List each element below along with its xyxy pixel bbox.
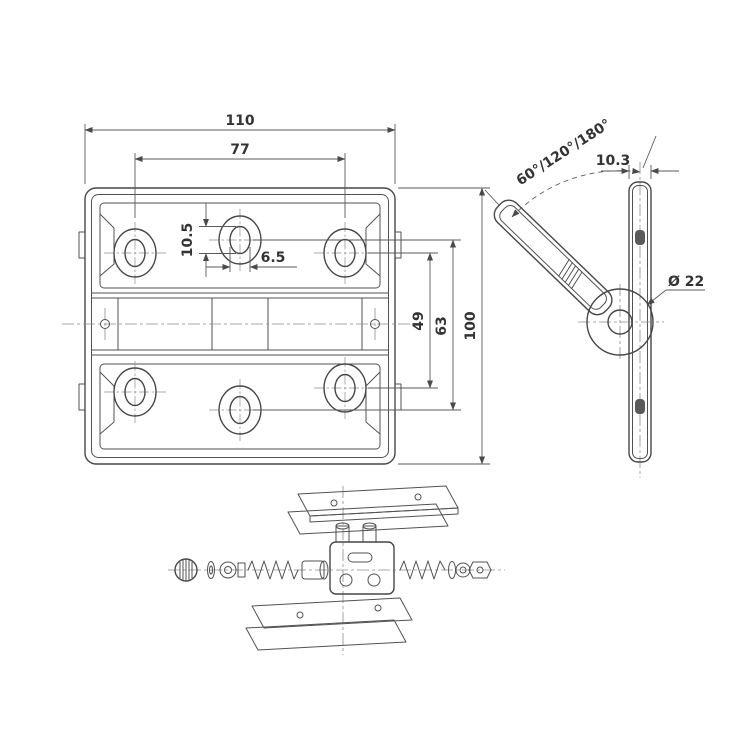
ring-right (455, 562, 471, 578)
knuckle (578, 284, 664, 360)
spacer-left (237, 562, 246, 578)
dim-slot-length-label: 10.5 (180, 223, 196, 258)
side-view: 60°/120°/180° 10.3 Ø 22 (484, 116, 705, 478)
hinge-body-exploded (329, 522, 395, 595)
nut-right (468, 561, 492, 579)
edge-tab (78, 383, 86, 411)
top-leaf-exploded (287, 485, 459, 535)
mounting-holes-front (103, 208, 377, 442)
dim-hole-spacing-side-label: 49 (411, 311, 427, 330)
side-screw-slot (635, 230, 645, 245)
spring-right (399, 560, 446, 580)
rotating-leaf-side (493, 199, 613, 316)
dim-width-outer-label: 110 (225, 113, 254, 129)
edge-tab (78, 231, 86, 259)
ring-left (219, 561, 237, 579)
side-screw-slot (635, 399, 645, 414)
dim-knuckle-diameter-label: Ø 22 (668, 274, 704, 290)
dim-slot-width-label: 6.5 (261, 250, 286, 266)
dim-leaf-thickness-label: 10.3 (596, 153, 631, 169)
hinge-plate-front-outline (78, 187, 402, 465)
pin-left (301, 560, 329, 580)
dim-height-outer-label: 100 (463, 311, 479, 340)
front-view-dimensions: 110 77 10.5 6.5 49 (84, 113, 490, 465)
bottom-leaf-exploded (245, 597, 413, 651)
spring-left (247, 560, 299, 580)
dim-hole-spacing-center-label: 63 (434, 316, 450, 335)
knob-cap (174, 558, 198, 582)
pivot-pin-hole-right (370, 319, 380, 329)
front-view: 110 77 10.5 6.5 49 (62, 113, 490, 465)
dim-hole-spacing-h-label: 77 (230, 142, 249, 158)
edge-tab (394, 231, 402, 259)
washer-left (207, 561, 215, 579)
pivot-axis (62, 308, 418, 340)
pivot-pin-hole-left (100, 319, 110, 329)
exploded-view (168, 485, 505, 655)
